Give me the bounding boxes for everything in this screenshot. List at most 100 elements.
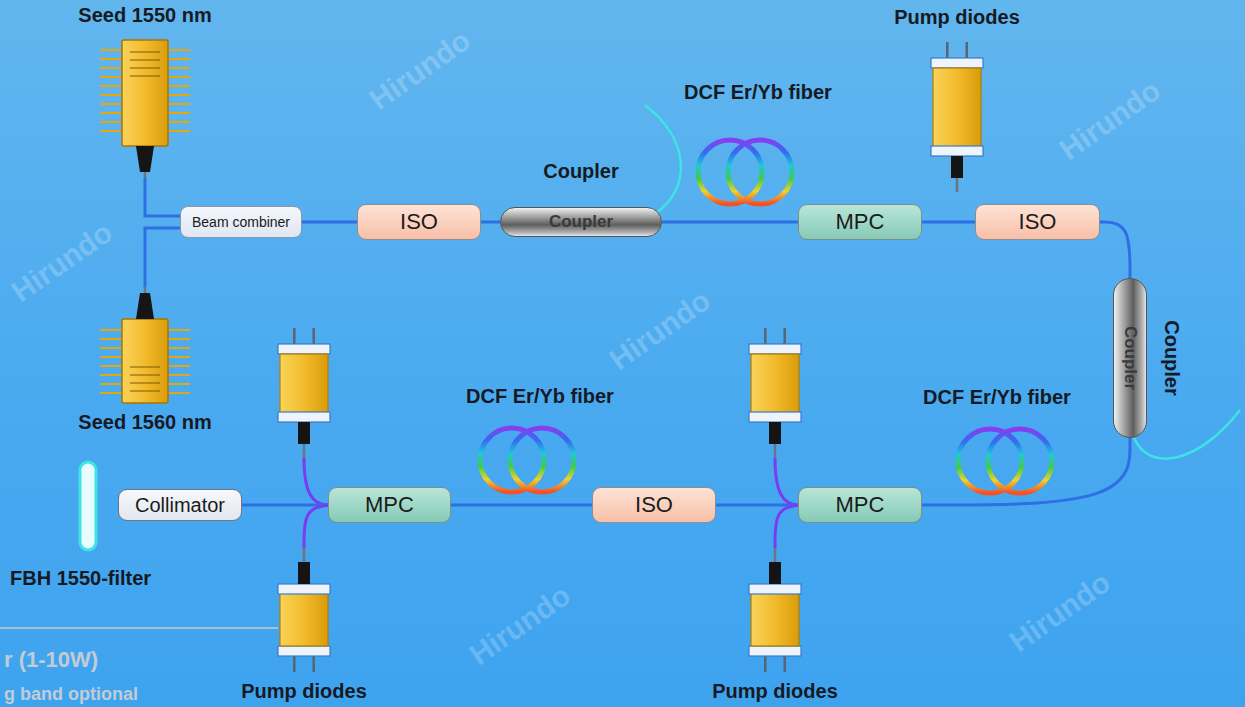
pump-cap bbox=[931, 58, 983, 68]
pump-diode: Pump diodes bbox=[748, 548, 802, 672]
mpc-box: MPC bbox=[798, 204, 922, 240]
seed-pin bbox=[100, 103, 122, 105]
tap-fiber bbox=[645, 105, 681, 214]
box-label: ISO bbox=[635, 492, 673, 518]
isolator-box: ISO bbox=[975, 204, 1100, 240]
seed-pin bbox=[100, 121, 122, 123]
pump-body bbox=[280, 592, 328, 646]
seed-pin bbox=[100, 130, 122, 132]
pump-diode-drawing bbox=[278, 548, 330, 672]
pump-fiber bbox=[774, 548, 777, 562]
component-label: Seed 1560 nm bbox=[78, 411, 211, 434]
fiber-connection bbox=[145, 228, 180, 287]
pump-fiber bbox=[775, 458, 798, 505]
isolator-box: ISO bbox=[357, 204, 481, 240]
pump-fiber bbox=[304, 458, 328, 505]
watermark: Hirundo bbox=[1053, 73, 1167, 167]
filter-symbol bbox=[80, 462, 96, 550]
seed-marking bbox=[130, 76, 160, 77]
seed-marking bbox=[130, 68, 160, 69]
pump-connector bbox=[769, 562, 781, 584]
box-label: Coupler bbox=[549, 212, 613, 232]
seed-body bbox=[122, 40, 168, 146]
seed-pin bbox=[168, 103, 190, 105]
seed-fiber bbox=[144, 172, 147, 178]
pump-cap bbox=[278, 412, 330, 422]
fiber-loop bbox=[728, 140, 792, 204]
box-label: MPC bbox=[836, 209, 885, 235]
seed-boot bbox=[136, 146, 154, 172]
fiber-connection bbox=[304, 505, 328, 548]
seed-pin bbox=[100, 383, 122, 385]
seed-pin bbox=[168, 383, 190, 385]
pump-fiber bbox=[303, 548, 306, 562]
coupler-tube: CouplerCoupler bbox=[500, 207, 662, 237]
box-label: MPC bbox=[836, 492, 885, 518]
pump-cap bbox=[931, 146, 983, 156]
component-label: Pump diodes bbox=[894, 6, 1020, 29]
fiber-connection bbox=[716, 504, 798, 507]
seed-pin bbox=[100, 85, 122, 87]
fiber-coil bbox=[480, 428, 574, 492]
fiber-label: DCF Er/Yb fiber bbox=[466, 385, 614, 408]
pump-cap bbox=[749, 412, 801, 422]
watermark: Hirundo bbox=[363, 23, 477, 117]
seed-pin bbox=[100, 356, 122, 358]
pump-connector bbox=[769, 422, 781, 444]
pump-pin bbox=[946, 42, 949, 58]
pump-pin bbox=[965, 42, 968, 58]
pump-cap bbox=[278, 584, 330, 594]
pump-pin bbox=[783, 328, 786, 344]
note-label: FBH 1550-filter bbox=[10, 567, 151, 590]
seed-pin bbox=[100, 374, 122, 376]
box-label: ISO bbox=[1019, 209, 1057, 235]
fiber-connection bbox=[1100, 222, 1130, 278]
seed-pin bbox=[100, 392, 122, 394]
seed-pin bbox=[100, 338, 122, 340]
pump-connector bbox=[951, 156, 963, 178]
fiber-loop bbox=[510, 428, 574, 492]
fiber-connection bbox=[922, 438, 1130, 505]
pump-pin bbox=[764, 656, 767, 672]
seed-pin bbox=[100, 112, 122, 114]
component-label: Coupler bbox=[1160, 320, 1183, 396]
component-label: Pump diodes bbox=[712, 680, 838, 703]
tap-fiber bbox=[1134, 410, 1240, 459]
seed-pin bbox=[168, 392, 190, 394]
seed-marking bbox=[130, 383, 160, 384]
pump-body bbox=[751, 592, 799, 646]
fiber-connection bbox=[481, 221, 500, 224]
watermark: Hirundo bbox=[603, 283, 717, 377]
pump-diode-drawing bbox=[749, 328, 801, 458]
seed-pin bbox=[100, 347, 122, 349]
pump-diode-group bbox=[278, 328, 801, 458]
pump-connector bbox=[298, 422, 310, 444]
fiber-connection bbox=[451, 504, 592, 507]
fiber-loop bbox=[988, 429, 1052, 493]
component-label: Coupler bbox=[543, 160, 619, 183]
note-label: r (1-10W) bbox=[4, 647, 98, 673]
seed-laser: Seed 1550 nm bbox=[100, 38, 190, 178]
watermark: Hirundo bbox=[1003, 565, 1117, 659]
box-label: Collimator bbox=[135, 494, 225, 517]
fiber-label: DCF Er/Yb fiber bbox=[923, 386, 1071, 409]
seed-marking bbox=[130, 52, 160, 53]
isolator-box: ISO bbox=[592, 487, 716, 523]
collimator-box: Collimator bbox=[118, 489, 242, 521]
pump-fiber bbox=[774, 444, 777, 458]
fiber-connection bbox=[302, 221, 357, 224]
pump-cap bbox=[278, 344, 330, 354]
seed-pin bbox=[100, 67, 122, 69]
pump-diode: Pump diodes bbox=[930, 42, 984, 192]
fiber-connection bbox=[775, 505, 798, 548]
component-illustration bbox=[100, 287, 190, 405]
box-label: ISO bbox=[400, 209, 438, 235]
pump-cap bbox=[749, 584, 801, 594]
pump-connector bbox=[298, 562, 310, 584]
mpc-box: MPC bbox=[798, 487, 922, 523]
pump-fiber bbox=[956, 178, 959, 192]
fiber-connection bbox=[662, 221, 798, 224]
watermark: Hirundo bbox=[463, 578, 577, 672]
pump-cap bbox=[278, 646, 330, 656]
